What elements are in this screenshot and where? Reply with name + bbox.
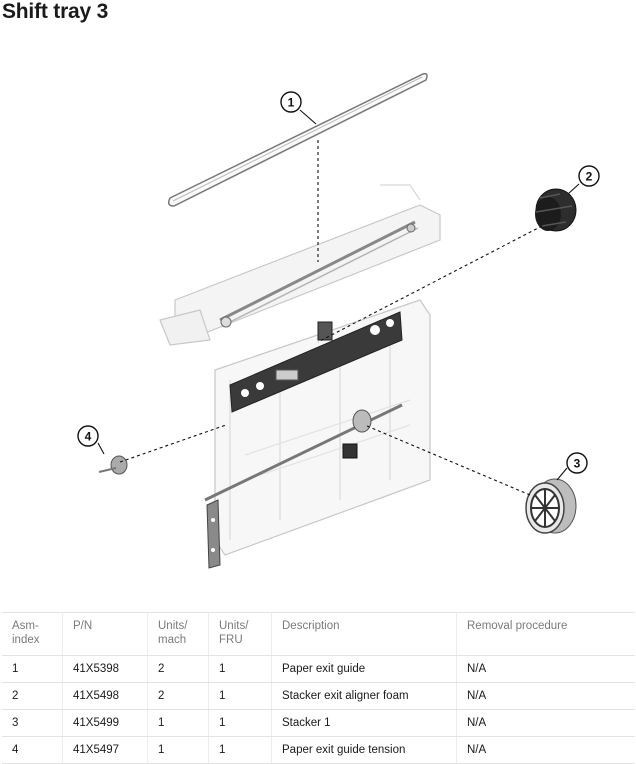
callout-2-number: 2 xyxy=(586,170,593,184)
lower-shaft xyxy=(204,403,403,502)
cell-units-per-fru: 1 xyxy=(208,709,272,737)
cell-removal-procedure: N/A xyxy=(456,736,635,764)
cell-asm-index: 2 xyxy=(2,682,63,710)
table-row: 3 41X5499 1 1 Stacker 1 N/A xyxy=(2,709,635,737)
cell-part-number: 41X5497 xyxy=(62,736,148,764)
cell-removal-procedure: N/A xyxy=(456,682,635,710)
cell-description: Paper exit guide tension xyxy=(271,736,457,764)
leader-lines xyxy=(119,140,543,496)
header-units-per-machine: Units/mach xyxy=(147,612,209,656)
cell-part-number: 41X5499 xyxy=(62,709,148,737)
callout-pointers xyxy=(97,109,580,481)
callout-4-number: 4 xyxy=(85,430,92,444)
header-part-number: P/N xyxy=(62,612,148,656)
cell-units-per-machine: 2 xyxy=(147,682,209,710)
cell-units-per-machine: 2 xyxy=(147,655,209,683)
stacker-exit-aligner-foam xyxy=(535,188,577,232)
frame-assembly xyxy=(159,184,441,556)
parts-table-header-row: Asm-index P/N Units/mach Units/FRU Descr… xyxy=(2,612,635,656)
cell-removal-procedure: N/A xyxy=(456,655,635,683)
cell-description: Stacker 1 xyxy=(271,709,457,737)
parts-table: Asm-index P/N Units/mach Units/FRU Descr… xyxy=(2,612,635,764)
header-removal-procedure: Removal procedure xyxy=(456,612,635,656)
paper-exit-guide xyxy=(167,72,428,207)
callout-1: 1 xyxy=(280,91,302,113)
callout-3: 3 xyxy=(566,452,588,474)
cell-units-per-fru: 1 xyxy=(208,736,272,764)
paper-exit-guide-tension xyxy=(98,455,128,475)
callout-1-number: 1 xyxy=(288,96,295,110)
cell-units-per-machine: 1 xyxy=(147,709,209,737)
cell-part-number: 41X5398 xyxy=(62,655,148,683)
callout-3-number: 3 xyxy=(574,457,581,471)
upper-rail xyxy=(219,220,419,328)
cell-units-per-fru: 1 xyxy=(208,655,272,683)
cell-asm-index: 4 xyxy=(2,736,63,764)
cell-description: Stacker exit aligner foam xyxy=(271,682,457,710)
cell-part-number: 41X5498 xyxy=(62,682,148,710)
page-title: Shift tray 3 xyxy=(2,0,109,23)
stacker-wheel xyxy=(525,478,577,534)
cell-asm-index: 3 xyxy=(2,709,63,737)
header-units-per-fru: Units/FRU xyxy=(208,612,272,656)
bracket-plate xyxy=(229,311,403,413)
cell-asm-index: 1 xyxy=(2,655,63,683)
callout-4: 4 xyxy=(77,425,99,447)
callout-2: 2 xyxy=(578,165,600,187)
side-arm xyxy=(206,499,221,569)
exploded-parts-diagram: 1 2 3 4 xyxy=(77,72,600,569)
table-row: 2 41X5498 2 1 Stacker exit aligner foam … xyxy=(2,682,635,710)
table-row: 1 41X5398 2 1 Paper exit guide N/A xyxy=(2,655,635,683)
cell-units-per-fru: 1 xyxy=(208,682,272,710)
cell-description: Paper exit guide xyxy=(271,655,457,683)
table-row: 4 41X5497 1 1 Paper exit guide tension N… xyxy=(2,736,635,764)
header-asm-index: Asm-index xyxy=(2,612,63,656)
cell-units-per-machine: 1 xyxy=(147,736,209,764)
header-description: Description xyxy=(271,612,457,656)
cell-removal-procedure: N/A xyxy=(456,709,635,737)
